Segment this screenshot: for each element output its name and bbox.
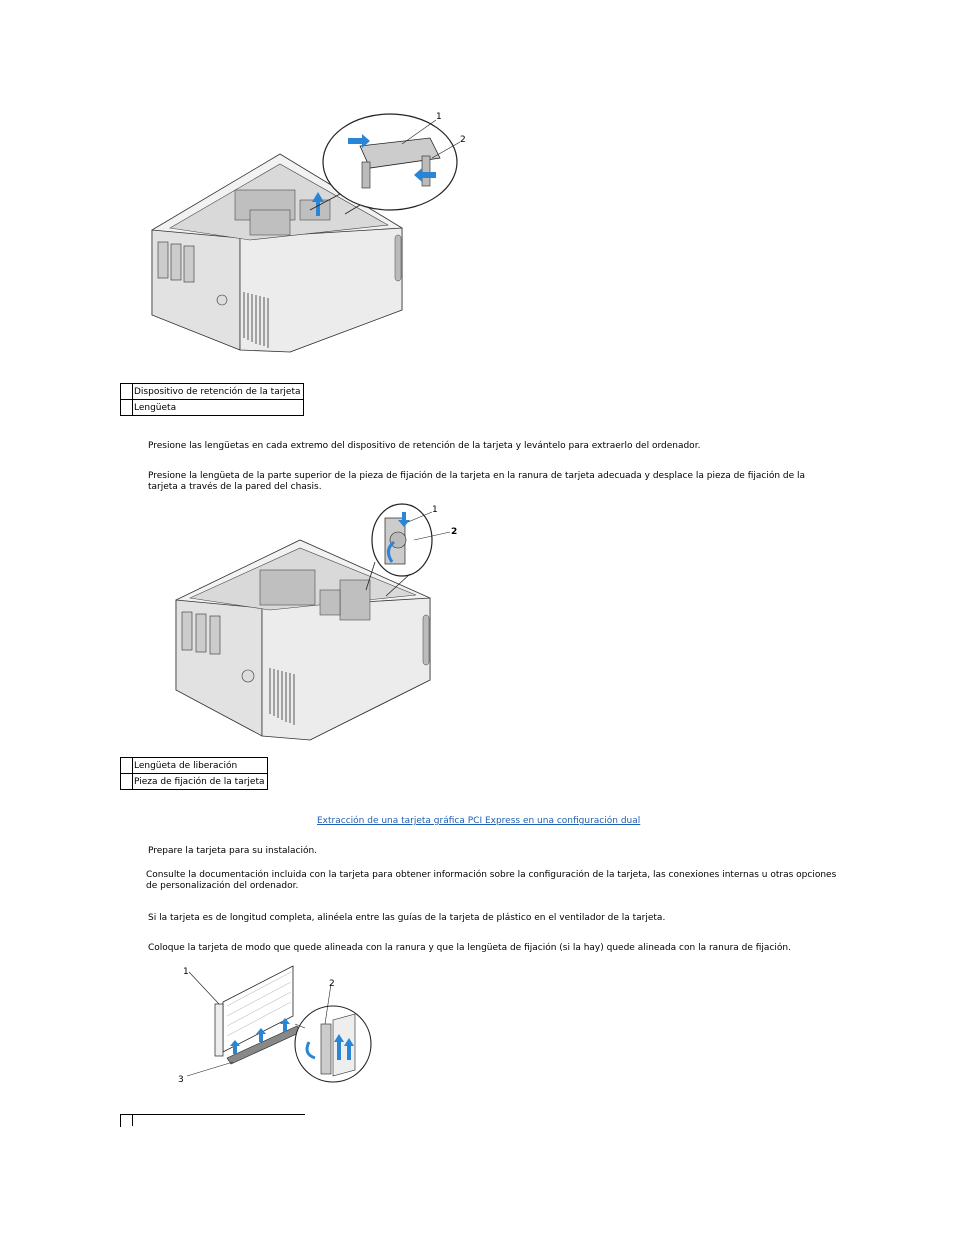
link-dual-pci-express[interactable]: Extracción de una tarjeta gráfica PCI Ex… xyxy=(317,816,641,826)
callout-2: 2 xyxy=(329,979,335,989)
legend-label: Lengüeta de liberación xyxy=(132,757,268,774)
callout-3: 3 xyxy=(178,1075,184,1085)
legend-number xyxy=(120,757,133,774)
legend-row: Lengüeta de liberación xyxy=(120,757,268,774)
callout-1: 1 xyxy=(432,505,438,515)
callout-1: 1 xyxy=(436,112,442,122)
step-full-length: Si la tarjeta es de longitud completa, a… xyxy=(148,913,666,923)
legend-number xyxy=(120,399,133,416)
legend-table-2: Lengüeta de liberación Pieza de fijación… xyxy=(120,757,268,790)
step-press-tab: Presione la lengüeta de la parte superio… xyxy=(148,471,806,492)
step-align: Coloque la tarjeta de modo que quede ali… xyxy=(148,943,791,953)
figure-remove-card-retention: 1 2 xyxy=(151,112,466,353)
callout-2: 2 xyxy=(451,527,457,537)
legend-number xyxy=(120,773,133,790)
legend-row: Pieza de fijación de la tarjeta xyxy=(120,773,268,790)
legend-table-3-divider xyxy=(132,1114,133,1126)
note-docs: Consulte la documentación incluida con l… xyxy=(146,870,837,891)
legend-table-3-top xyxy=(120,1114,305,1127)
legend-row: Lengüeta xyxy=(120,399,304,416)
callout-1: 1 xyxy=(183,967,189,977)
legend-table-1: Dispositivo de retención de la tarjeta L… xyxy=(120,383,304,416)
legend-number xyxy=(120,383,133,400)
legend-label: Pieza de fijación de la tarjeta xyxy=(132,773,268,790)
callout-2: 2 xyxy=(460,135,466,145)
step-prepare: Prepare la tarjeta para su instalación. xyxy=(148,846,318,856)
legend-row: Dispositivo de retención de la tarjeta xyxy=(120,383,304,400)
figure-release-tab: 1 2 xyxy=(175,503,457,741)
legend-label: Lengüeta xyxy=(132,399,304,416)
step-remove-retention: Presione las lengüetas en cada extremo d… xyxy=(148,441,701,451)
legend-label: Dispositivo de retención de la tarjeta xyxy=(132,383,304,400)
figure-align-card: 1 2 3 xyxy=(178,965,372,1085)
